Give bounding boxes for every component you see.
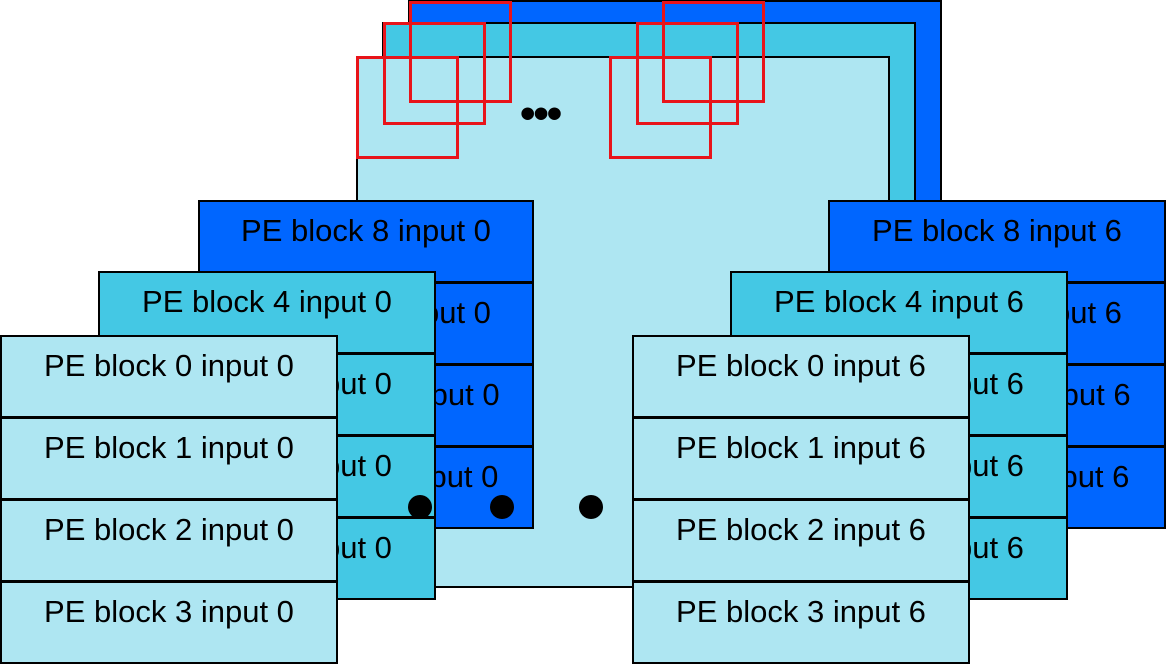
pe-cell: PE block 1 input 6: [632, 417, 970, 500]
kernel-window-right-1: [662, 1, 765, 103]
continuation-dot: [408, 495, 432, 519]
kernel-window-left-1: [409, 1, 512, 103]
left-stack-front: PE block 0 input 0 PE block 1 input 0 PE…: [0, 335, 338, 665]
pe-cell: PE block 8 input 6: [828, 200, 1166, 283]
continuation-dot: [579, 495, 603, 519]
right-stack-front: PE block 0 input 6 PE block 1 input 6 PE…: [632, 335, 970, 665]
pe-cell: PE block 2 input 6: [632, 499, 970, 582]
pe-cell: PE block 1 input 0: [0, 417, 338, 500]
pe-cell: PE block 2 input 0: [0, 499, 338, 582]
pe-cell: PE block 0 input 0: [0, 335, 338, 418]
kernel-window-right-2: [636, 22, 739, 125]
pe-cell: PE block 8 input 0: [198, 200, 534, 283]
kernel-window-right-3: [609, 56, 712, 159]
continuation-dot: [490, 495, 514, 519]
top-ellipsis: •••: [520, 89, 562, 138]
pe-cell: PE block 3 input 6: [632, 581, 970, 664]
kernel-window-left-3: [356, 56, 459, 159]
pe-cell: PE block 0 input 6: [632, 335, 970, 418]
kernel-window-left-2: [383, 22, 486, 125]
pe-cell: PE block 3 input 0: [0, 581, 338, 664]
